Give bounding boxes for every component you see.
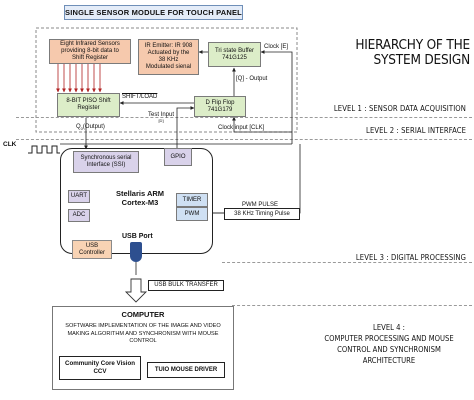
adc-text: ADC (72, 212, 86, 218)
ssi-line2: Interface (SSI) (86, 162, 126, 168)
ir-sensors-line2: providing 8-bit data to (61, 48, 119, 54)
level-4-line3: CONTROL AND SYNCHRONISM (337, 345, 441, 354)
ccv-box: Community Core Vision CCV (59, 356, 141, 380)
q0-sub: 0 (80, 126, 83, 132)
test-input-label: Test Input [D] (148, 112, 174, 124)
clock-input-line (232, 116, 292, 133)
pwm-text: PWM (184, 210, 200, 217)
usb-controller-block: USB Controller (72, 240, 112, 259)
ir-emitter-block: IR Emitter: IR 908 Actuated by the 38 KH… (138, 39, 199, 75)
usb-controller-line2: Controller (78, 249, 105, 256)
timer-text: TIMER (182, 196, 202, 203)
ir-emitter-line3: 38 KHz (158, 57, 179, 63)
sensor-module-outline (35, 27, 298, 133)
shift-load-label: SHIFT/LOAD (122, 94, 157, 100)
dff-line2: 741G179 (207, 106, 233, 113)
timing-pulse-text: 38 KHz Timing Pulse (234, 210, 290, 217)
usb-bulk-text: USB BULK TRANSFER (154, 282, 218, 288)
piso-line1: 8-BIT PISO Shift (66, 98, 111, 104)
q0-rest: (Output) (82, 124, 105, 130)
computer-desc-line3: CONTROL (129, 338, 157, 344)
timing-pulse-box: 38 KHz Timing Pulse (224, 208, 300, 220)
gpio-block: GPIO (164, 148, 192, 166)
q0-output-label: Q0(Output) (76, 124, 105, 131)
ir-emitter-line2: Actuated by the (147, 50, 190, 56)
test-input-sub: [D] (158, 118, 164, 123)
ccv-line2: CCV (93, 368, 107, 375)
level-divider-1 (16, 117, 472, 118)
ir-emitter-line4: Modulated sienal (145, 64, 192, 70)
pwm-pulse-label: PWM PULSE (242, 202, 279, 208)
ir-sensors-block: Eight Infrared Sensors providing 8-bit d… (49, 39, 131, 64)
usb-to-computer-arrow (124, 278, 148, 303)
test-input-text: Test Input (148, 112, 175, 118)
stellaris-label: Stellaris ARM Cortex-M3 (105, 189, 175, 207)
tuio-box: TUIO MOUSE DRIVER (147, 362, 225, 378)
level-divider-2 (16, 139, 472, 140)
computer-desc-line2: MAKING ALGORITHM AND SYNCHRONISM WITH MO… (67, 330, 219, 337)
ir-data-arrows (56, 64, 102, 93)
uart-text: UART (70, 193, 88, 199)
usb-port-label: USB Port (122, 233, 153, 240)
level-divider-3 (222, 262, 472, 263)
clk-label: CLK (3, 141, 17, 148)
level-4-label: LEVEL 4 : COMPUTER PROCESSING AND MOUSE … (314, 322, 464, 366)
usb-controller-line1: USB (85, 242, 99, 249)
diagram-title-text: SINGLE SENSOR MODULE FOR TOUCH PANEL (65, 8, 242, 17)
hierarchy-heading-line1: HIERARCHY OF THE (355, 37, 470, 53)
hierarchy-heading-line2: SYSTEM DESIGN (373, 52, 471, 68)
usb-port-icon (130, 242, 142, 262)
ir-emitter-line1: IR Emitter: IR 908 (144, 43, 193, 49)
shift-load-text: SHIFT/LOAD (122, 94, 158, 100)
q0-text: Q (76, 124, 81, 130)
usb-bulk-transfer-box: USB BULK TRANSFER (148, 280, 224, 291)
dff-line1: D Flip Flop (205, 99, 235, 106)
computer-title: COMPUTER (121, 310, 165, 319)
level-4-line2: COMPUTER PROCESSING AND MOUSE (324, 334, 454, 343)
d-flip-flop-block: D Flip Flop 741G179 (194, 96, 246, 117)
pwm-block: PWM (176, 207, 208, 221)
clock-e-label: Clock [E] (264, 44, 289, 50)
clk-waveform-icon (28, 145, 60, 154)
computer-description: SOFTWARE IMPLEMENTATION OF THE IMAGE AND… (53, 323, 233, 346)
gpio-text: GPIO (170, 153, 186, 160)
level-4-line4: ARCHITECTURE (362, 356, 416, 365)
timer-block: TIMER (176, 193, 208, 207)
test-input-line (176, 106, 195, 148)
level-4-line1: LEVEL 4 : (373, 323, 405, 332)
diagram-title: SINGLE SENSOR MODULE FOR TOUCH PANEL (64, 5, 243, 20)
tristate-line2: 741G125 (222, 54, 247, 61)
computer-desc-line1: SOFTWARE IMPLEMENTATION OF THE IMAGE AND… (65, 323, 221, 329)
piso-line2: Register (77, 105, 100, 111)
tristate-buffer-block: Tri state Buffer 741G125 (208, 42, 261, 67)
tuio-text: TUIO MOUSE DRIVER (154, 367, 218, 373)
clock-input-label: Clock input [CLK] (218, 125, 265, 131)
ccv-line1: Community Core Vision (64, 360, 136, 367)
uart-block: UART (68, 190, 90, 203)
piso-shift-register-block: 8-BIT PISO Shift Register (57, 93, 120, 117)
tristate-line1: Tri state Buffer (214, 47, 254, 54)
level-2-label: LEVEL 2 : SERIAL INTERFACE (366, 126, 466, 135)
stellaris-line1: Stellaris ARM (115, 189, 165, 198)
hierarchy-heading: HIERARCHY OF THE SYSTEM DESIGN (334, 38, 470, 68)
level-divider-4 (232, 305, 472, 306)
clock-e-line (260, 50, 293, 144)
ir-sensors-line3: Shift Register (71, 55, 108, 61)
level-1-label: LEVEL 1 : SENSOR DATA ACQUISITION (333, 104, 466, 113)
level-3-label: LEVEL 3 : DIGITAL PROCESSING (355, 253, 466, 262)
stellaris-line2: Cortex-M3 (121, 198, 159, 207)
ssi-line1: Synchronous serial (80, 155, 132, 161)
ssi-block: Synchronous serial Interface (SSI) (73, 151, 139, 173)
q-output-label: [Q] - Output (236, 76, 268, 82)
adc-block: ADC (68, 209, 90, 222)
ir-sensors-line1: Eight Infrared Sensors (60, 41, 120, 47)
